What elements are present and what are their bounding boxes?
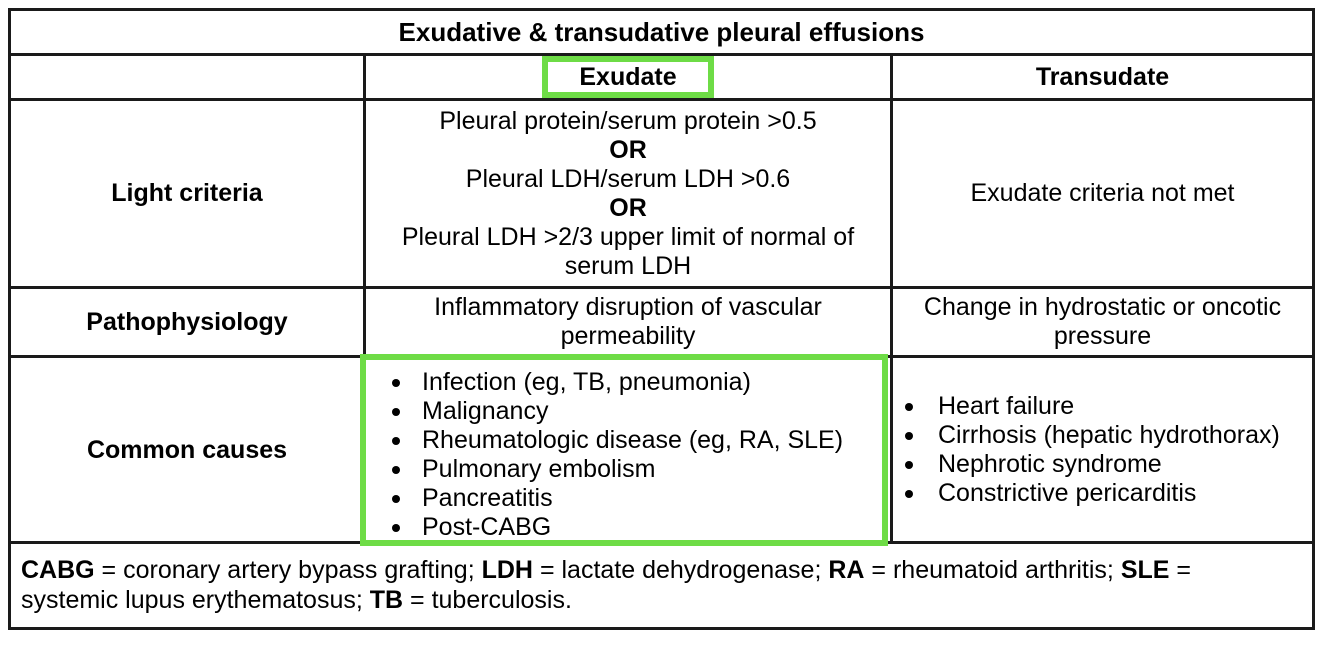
footnote-segment: = systemic lupus erythematosus; bbox=[21, 556, 1192, 614]
title-row: Exudative & transudative pleural effusio… bbox=[11, 11, 1312, 53]
row-label-light-criteria: Light criteria bbox=[111, 179, 263, 207]
header-row: Exudate Transudate bbox=[11, 53, 1312, 98]
pleural-effusions-table: Exudative & transudative pleural effusio… bbox=[8, 8, 1315, 630]
list-item: Nephrotic syndrome bbox=[893, 450, 1312, 479]
light-criterion-1: Pleural protein/serum protein >0.5 bbox=[439, 106, 817, 135]
list-item: Pancreatitis bbox=[366, 484, 890, 513]
list-item: Constrictive pericarditis bbox=[893, 479, 1312, 508]
pathophysiology-row: Pathophysiology Inflammatory disruption … bbox=[11, 286, 1312, 355]
list-item: Malignancy bbox=[366, 397, 890, 426]
or-separator: OR bbox=[609, 135, 647, 164]
column-header-exudate: Exudate bbox=[579, 63, 677, 91]
light-criterion-2: Pleural LDH/serum LDH >0.6 bbox=[465, 164, 791, 193]
light-criteria-row: Light criteria Pleural protein/serum pro… bbox=[11, 98, 1312, 286]
list-item: Pulmonary embolism bbox=[366, 455, 890, 484]
footnote-segment: = lactate dehydrogenase; bbox=[533, 556, 829, 584]
footnote-segment: = tuberculosis. bbox=[403, 586, 572, 614]
row-label-pathophysiology: Pathophysiology bbox=[86, 307, 288, 336]
list-item: Rheumatologic disease (eg, RA, SLE) bbox=[366, 426, 890, 455]
abbreviation: CABG bbox=[21, 556, 95, 584]
footnote: CABG = coronary artery bypass grafting; … bbox=[11, 544, 1312, 627]
footnote-row: CABG = coronary artery bypass grafting; … bbox=[11, 541, 1312, 627]
list-item: Post-CABG bbox=[366, 513, 890, 542]
list-item: Cirrhosis (hepatic hydrothorax) bbox=[893, 421, 1312, 450]
abbreviation: TB bbox=[369, 586, 404, 614]
abbreviation: RA bbox=[828, 556, 865, 584]
row-label-common-causes: Common causes bbox=[86, 435, 288, 464]
list-item: Heart failure bbox=[893, 392, 1312, 421]
light-criteria-exudate-cell: Pleural protein/serum protein >0.5 OR Pl… bbox=[363, 101, 890, 286]
header-exudate-cell: Exudate bbox=[363, 56, 890, 98]
exudate-highlight-box: Exudate bbox=[542, 56, 714, 98]
footnote-segment: = rheumatoid arthritis; bbox=[864, 556, 1121, 584]
abbreviation: SLE bbox=[1120, 556, 1170, 584]
common-causes-row: Common causes Infection (eg, TB, pneumon… bbox=[11, 354, 1312, 546]
light-criterion-3: Pleural LDH >2/3 upper limit of normal o… bbox=[401, 222, 855, 280]
abbreviation: LDH bbox=[481, 556, 533, 584]
table-title: Exudative & transudative pleural effusio… bbox=[398, 16, 925, 47]
column-header-transudate: Transudate bbox=[890, 56, 1312, 98]
pathophysiology-transudate-cell: Change in hydrostatic or oncotic pressur… bbox=[890, 289, 1312, 355]
list-item: Infection (eg, TB, pneumonia) bbox=[366, 368, 890, 397]
or-separator: OR bbox=[609, 193, 647, 222]
header-empty-cell bbox=[11, 56, 363, 98]
footnote-segment: = coronary artery bypass grafting; bbox=[94, 556, 482, 584]
light-criteria-transudate-cell: Exudate criteria not met bbox=[890, 101, 1312, 286]
footnote-text: CABG = coronary artery bypass grafting; … bbox=[21, 555, 1261, 615]
pathophysiology-exudate-cell: Inflammatory disruption of vascular perm… bbox=[363, 289, 890, 355]
